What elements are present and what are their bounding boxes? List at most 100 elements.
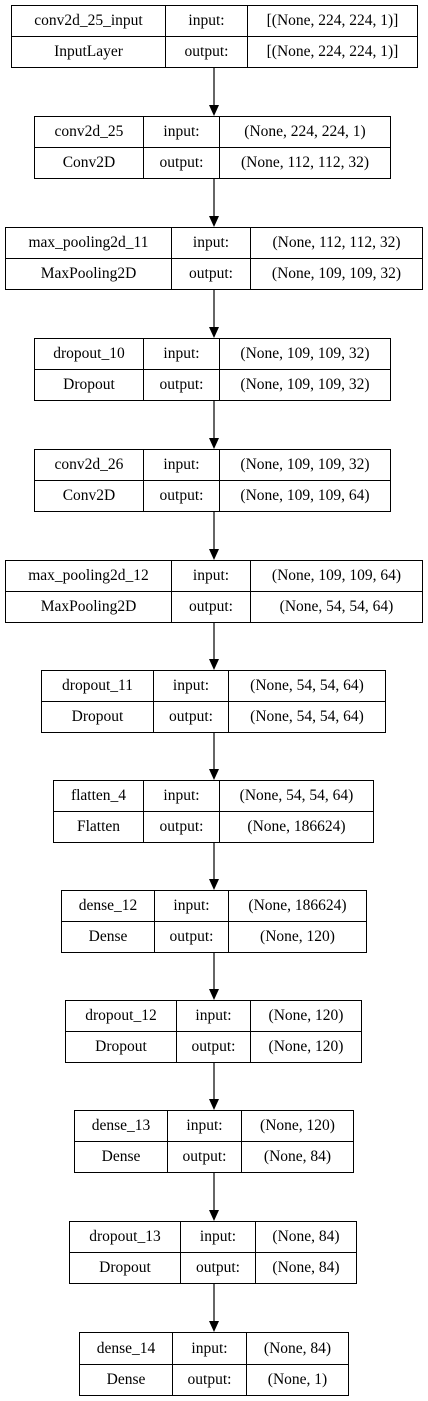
output-label: output: [181,1253,256,1283]
input-shape: (None, 186624) [229,891,366,922]
layer-name: dropout_11 [42,671,154,702]
layer-node: max_pooling2d_11 input: (None, 112, 112,… [5,227,423,290]
output-shape: (None, 120) [268,1038,344,1056]
layer-name: dropout_13 [70,1222,181,1253]
input-shape: (None, 120) [242,1111,353,1142]
arrow-head [209,216,219,227]
layer-node: flatten_4 input: (None, 54, 54, 64) Flat… [53,780,374,843]
arrow-head [209,1210,219,1221]
output-label: output: [144,148,220,178]
input-label: input: [181,1222,256,1253]
output-label: output: [144,812,220,842]
input-shape: (None, 120) [251,1001,361,1032]
arrow-head [209,549,219,560]
connection-arrow [209,512,219,560]
input-shape: (None, 109, 109, 32) [220,339,390,370]
layer-node: conv2d_25 input: (None, 224, 224, 1) Con… [34,116,391,179]
output-shape: (None, 186624) [247,818,346,836]
output-shape: (None, 109, 109, 64) [240,487,370,505]
input-shape: (None, 112, 112, 32) [251,228,422,259]
output-label: output: [144,481,220,511]
layer-type: MaxPooling2D [6,259,172,289]
connection-arrow [209,623,219,670]
layer-node: dropout_13 input: (None, 84) Dropout out… [69,1221,357,1284]
input-label: input: [168,1111,242,1142]
arrow-head [209,327,219,338]
layer-node: max_pooling2d_12 input: (None, 109, 109,… [5,560,423,623]
output-shape: [(None, 224, 224, 1)] [266,43,399,61]
output-label: output: [177,1032,251,1062]
layer-type: Conv2D [35,481,144,511]
input-shape: (None, 109, 109, 32) [220,450,390,481]
connection-arrow [209,401,219,449]
layer-name: flatten_4 [54,781,144,812]
input-shape: (None, 109, 109, 64) [251,561,422,592]
layer-name: dense_13 [75,1111,168,1142]
output-label: output: [172,259,251,289]
connection-arrow [209,1284,219,1332]
connection-arrow [209,290,219,338]
output-label: output: [173,1364,247,1395]
arrow-head [209,438,219,449]
layer-name: dropout_10 [35,339,144,370]
connection-arrow [209,179,219,227]
layer-name: dense_14 [80,1333,173,1365]
input-label: input: [172,561,251,592]
layer-type: MaxPooling2D [6,592,172,622]
connection-arrow [209,68,219,116]
input-shape: (None, 84) [247,1333,348,1365]
layer-type: Dense [80,1364,173,1395]
output-shape: (None, 1) [267,1371,328,1388]
layer-name: max_pooling2d_12 [6,561,172,592]
layer-type: Dropout [66,1032,177,1062]
input-shape: (None, 224, 224, 1) [220,117,390,148]
layer-node: dense_14 input: (None, 84) Dense output:… [79,1332,349,1396]
layer-type: Dropout [35,370,144,400]
output-shape: (None, 54, 54, 64) [279,598,394,616]
output-shape: (None, 54, 54, 64) [250,708,364,726]
output-label: output: [144,370,220,400]
layer-type: Flatten [54,812,144,842]
layer-name: dropout_12 [66,1001,177,1032]
layer-node: conv2d_26 input: (None, 109, 109, 32) Co… [34,449,391,512]
input-label: input: [154,671,229,702]
output-shape: (None, 112, 112, 32) [241,154,369,172]
input-label: input: [144,117,220,148]
connection-arrow [209,1173,219,1221]
layer-name: conv2d_25_input [12,6,166,37]
layer-node: conv2d_25_input input: [(None, 224, 224,… [11,5,418,68]
input-label: input: [172,228,251,259]
layer-name: conv2d_25 [35,117,144,148]
input-shape: (None, 84) [256,1222,356,1253]
input-label: input: [144,339,220,370]
output-shape: (None, 109, 109, 32) [240,376,370,394]
input-shape: [(None, 224, 224, 1)] [248,6,417,37]
output-shape: (None, 120) [260,928,335,946]
input-label: input: [177,1001,251,1032]
output-shape: (None, 84) [272,1259,340,1277]
output-label: output: [154,702,229,732]
arrow-head [209,769,219,780]
connection-arrow [209,1063,219,1110]
arrow-head [209,659,219,670]
output-label: output: [155,922,229,952]
output-shape: (None, 84) [263,1148,332,1166]
output-label: output: [172,592,251,622]
arrow-head [209,879,219,890]
connection-arrow [209,953,219,1000]
layer-name: dense_12 [62,891,155,922]
connection-arrow [209,843,219,890]
input-label: input: [173,1333,247,1365]
connection-arrow [209,733,219,780]
layer-node: dropout_12 input: (None, 120) Dropout ou… [65,1000,362,1063]
layer-name: conv2d_26 [35,450,144,481]
layer-node: dense_13 input: (None, 120) Dense output… [74,1110,354,1173]
input-label: input: [144,450,220,481]
input-shape: (None, 54, 54, 64) [220,781,373,812]
output-label: output: [166,37,248,67]
arrow-head [209,989,219,1000]
layer-node: dropout_11 input: (None, 54, 54, 64) Dro… [41,670,386,733]
layer-type: Dropout [42,702,154,732]
layer-node: dense_12 input: (None, 186624) Dense out… [61,890,367,953]
